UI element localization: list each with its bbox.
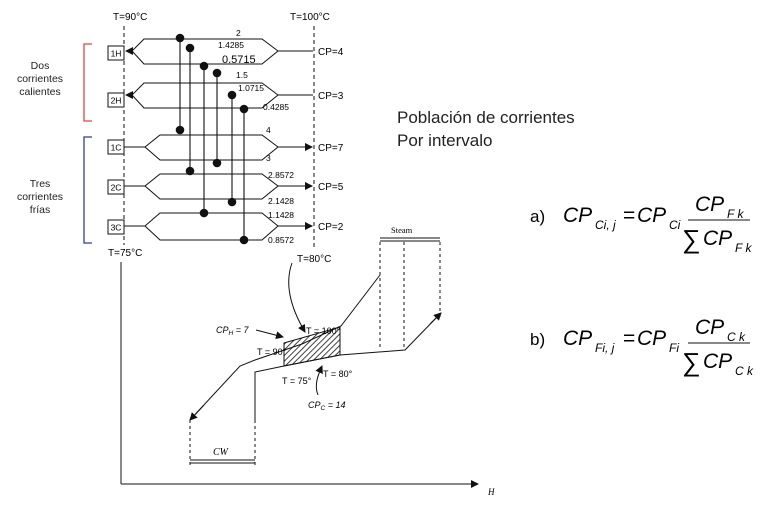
svg-text:Ci, j: Ci, j — [595, 218, 616, 232]
temp-label-90: T=90°C — [113, 12, 147, 23]
split-1h-upper: 1.4285 — [218, 40, 244, 50]
temp-label-80: T=80°C — [297, 254, 331, 265]
exchanger-links — [179, 38, 245, 240]
stream-splitting-diagram: T=90°C T=100°C T=75°C T=80°C — [17, 12, 344, 265]
cp-3c: CP=2 — [318, 222, 344, 233]
plot-label-t90: T = 90° — [257, 347, 287, 357]
cp-1c: CP=7 — [318, 143, 344, 154]
cold-group-bracket — [83, 136, 92, 244]
stream-1c — [124, 134, 313, 161]
svg-text:Fi: Fi — [669, 341, 679, 355]
svg-text:F k: F k — [735, 241, 752, 255]
t80-pointer-arrow — [288, 262, 306, 333]
svg-text:=: = — [623, 204, 635, 227]
h-axis-label: H — [487, 487, 495, 497]
hot-group-label: Dos corrientes calientes — [17, 60, 63, 98]
cp-2h: CP=3 — [318, 91, 344, 102]
svg-text:CP: CP — [703, 227, 732, 250]
split-1h-lower: 0.5715 — [222, 54, 256, 66]
split-2h-lower: 0.4285 — [263, 102, 289, 112]
svg-text:CP: CP — [695, 193, 724, 216]
slide-heading: Población de corrientes Por intervalo — [397, 106, 575, 152]
formula-a: a) CP Ci, j = CP Ci CP F k ∑ CP F k — [530, 193, 752, 255]
temp-label-75: T=75°C — [108, 248, 142, 259]
svg-text:CP: CP — [563, 204, 592, 227]
stream-2c — [124, 173, 313, 200]
composite-curve-plot: H CW Steam T = 100 — [120, 225, 495, 497]
plot-label-cpc: CPC = 14 — [308, 400, 346, 412]
split-2c-upper: 2.8572 — [268, 170, 294, 180]
svg-text:C k: C k — [727, 330, 746, 344]
plot-labels: T = 100° T = 90° T = 75° T = 80° CPH = 7… — [216, 325, 353, 412]
plot-guides — [189, 242, 441, 466]
stream-label-2c: 2C — [111, 183, 122, 193]
split-2h-upper: 1.0715 — [238, 83, 264, 93]
svg-text:CP: CP — [637, 327, 666, 350]
stream-label-1h: 1H — [111, 49, 122, 59]
plot-label-cph: CPH = 7 — [216, 325, 249, 337]
stream-label-1c: 1C — [111, 143, 122, 153]
svg-text:F k: F k — [727, 207, 744, 221]
heading-line-1: Población de corrientes — [397, 108, 575, 127]
stream-1h — [125, 38, 313, 65]
plot-label-t75: T = 75° — [282, 376, 312, 386]
plot-label-t80: T = 80° — [323, 369, 353, 379]
split-values: 2 1.4285 0.5715 1.5 1.0715 0.4285 4 3 2.… — [218, 28, 294, 245]
svg-text:Ci: Ci — [669, 218, 681, 232]
stream-cp-values: CP=4 CP=3 CP=7 CP=5 CP=2 — [318, 47, 344, 233]
svg-text:CP: CP — [703, 350, 732, 373]
svg-text:frías: frías — [30, 204, 50, 216]
svg-text:CP: CP — [637, 204, 666, 227]
exchanger-nodes — [175, 33, 249, 245]
cold-composite-curve — [254, 313, 441, 420]
cp-1h: CP=4 — [318, 47, 344, 58]
svg-text:calientes: calientes — [19, 86, 60, 98]
cp-2c: CP=5 — [318, 182, 344, 193]
svg-text:Fi, j: Fi, j — [595, 341, 615, 355]
cw-label: CW — [213, 447, 230, 458]
stream-2h — [125, 82, 313, 109]
steam-label: Steam — [391, 225, 413, 235]
hot-composite-curve — [189, 274, 381, 421]
temp-label-100: T=100°C — [290, 12, 330, 23]
overlap-hatched-region — [283, 326, 341, 367]
svg-text:=: = — [623, 327, 635, 350]
svg-text:CP: CP — [563, 327, 592, 350]
formula-b: b) CP Fi, j = CP Fi CP C k ∑ CP C k — [530, 316, 754, 378]
stream-labels: 1H 2H 1C 2C 3C — [107, 45, 125, 235]
hot-group-bracket — [83, 43, 92, 122]
svg-text:CP: CP — [695, 316, 724, 339]
split-3c-lower: 0.8572 — [268, 235, 294, 245]
svg-text:corrientes: corrientes — [17, 73, 63, 85]
cph-pointer-arrow — [255, 329, 284, 340]
svg-text:Dos: Dos — [31, 60, 50, 72]
stream-3c — [124, 212, 313, 241]
split-3c-upper: 1.1428 — [268, 210, 294, 220]
heading-line-2: Por intervalo — [397, 131, 493, 150]
svg-text:C k: C k — [735, 364, 754, 378]
split-2c-lower: 2.1428 — [268, 196, 294, 206]
svg-text:∑: ∑ — [682, 224, 701, 254]
plot-label-t100: T = 100° — [306, 326, 341, 336]
cold-group-label: Tres corrientes frías — [17, 178, 63, 216]
svg-text:corrientes: corrientes — [17, 191, 63, 203]
split-1c-lower: 3 — [266, 153, 271, 163]
stream-label-2h: 2H — [111, 96, 122, 106]
cpc-pointer-arrow — [315, 365, 323, 396]
split-1c-upper: 4 — [266, 125, 271, 135]
svg-text:Tres: Tres — [30, 178, 51, 190]
stream-label-3c: 3C — [111, 223, 122, 233]
formula-a-label: a) — [530, 207, 545, 226]
split-2h-total: 1.5 — [236, 70, 248, 80]
svg-text:∑: ∑ — [682, 347, 701, 377]
formula-b-label: b) — [530, 330, 545, 349]
split-1h-total: 2 — [236, 28, 241, 38]
